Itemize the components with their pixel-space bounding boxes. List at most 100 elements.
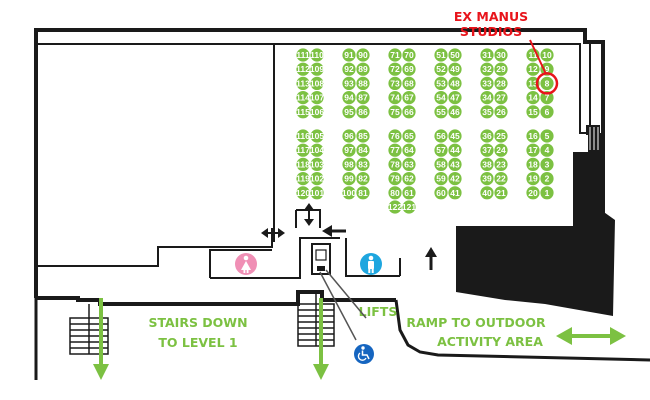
stall-16[interactable]: [526, 129, 540, 143]
stall-99[interactable]: [342, 172, 356, 186]
stall-77[interactable]: [388, 143, 402, 157]
stall-27[interactable]: [494, 91, 508, 105]
stall-1[interactable]: [540, 186, 554, 200]
stall-25[interactable]: [494, 129, 508, 143]
stall-118[interactable]: [296, 157, 310, 171]
stall-68[interactable]: [402, 76, 416, 90]
stall-14[interactable]: [526, 91, 540, 105]
stall-101[interactable]: [310, 186, 324, 200]
stall-60[interactable]: [434, 186, 448, 200]
stall-54[interactable]: [434, 91, 448, 105]
stall-72[interactable]: [388, 62, 402, 76]
stall-44[interactable]: [448, 143, 462, 157]
stall-109[interactable]: [310, 62, 324, 76]
stall-64[interactable]: [402, 143, 416, 157]
stall-50[interactable]: [448, 48, 462, 62]
stall-86[interactable]: [356, 105, 370, 119]
stall-120[interactable]: [296, 186, 310, 200]
stall-104[interactable]: [310, 143, 324, 157]
stall-105[interactable]: [310, 129, 324, 143]
stall-12[interactable]: [526, 62, 540, 76]
stall-92[interactable]: [342, 62, 356, 76]
stall-85[interactable]: [356, 129, 370, 143]
stall-83[interactable]: [356, 157, 370, 171]
stall-23[interactable]: [494, 157, 508, 171]
stall-10[interactable]: [540, 48, 554, 62]
stall-9[interactable]: [540, 62, 554, 76]
stall-69[interactable]: [402, 62, 416, 76]
stall-62[interactable]: [402, 172, 416, 186]
stall-40[interactable]: [480, 186, 494, 200]
stall-3[interactable]: [540, 157, 554, 171]
stall-21[interactable]: [494, 186, 508, 200]
stall-47[interactable]: [448, 91, 462, 105]
stall-81[interactable]: [356, 186, 370, 200]
stall-79[interactable]: [388, 172, 402, 186]
stall-43[interactable]: [448, 157, 462, 171]
stall-74[interactable]: [388, 91, 402, 105]
stall-49[interactable]: [448, 62, 462, 76]
stall-6[interactable]: [540, 105, 554, 119]
stall-71[interactable]: [388, 48, 402, 62]
stall-19[interactable]: [526, 172, 540, 186]
stall-8[interactable]: [540, 76, 554, 90]
stall-106[interactable]: [310, 105, 324, 119]
stall-110[interactable]: [310, 48, 324, 62]
stall-2[interactable]: [540, 172, 554, 186]
stall-97[interactable]: [342, 143, 356, 157]
stall-20[interactable]: [526, 186, 540, 200]
stall-91[interactable]: [342, 48, 356, 62]
stall-115[interactable]: [296, 105, 310, 119]
stall-111[interactable]: [296, 48, 310, 62]
stall-58[interactable]: [434, 157, 448, 171]
stall-56[interactable]: [434, 129, 448, 143]
stall-113[interactable]: [296, 76, 310, 90]
stall-4[interactable]: [540, 143, 554, 157]
stall-96[interactable]: [342, 129, 356, 143]
stall-98[interactable]: [342, 157, 356, 171]
stall-75[interactable]: [388, 105, 402, 119]
stall-114[interactable]: [296, 91, 310, 105]
stall-78[interactable]: [388, 157, 402, 171]
stall-55[interactable]: [434, 105, 448, 119]
stall-32[interactable]: [480, 62, 494, 76]
stall-80[interactable]: [388, 186, 402, 200]
stall-117[interactable]: [296, 143, 310, 157]
stall-122[interactable]: [388, 200, 402, 214]
stall-42[interactable]: [448, 172, 462, 186]
stall-82[interactable]: [356, 172, 370, 186]
stall-87[interactable]: [356, 91, 370, 105]
stall-24[interactable]: [494, 143, 508, 157]
stall-63[interactable]: [402, 157, 416, 171]
stall-18[interactable]: [526, 157, 540, 171]
stall-5[interactable]: [540, 129, 554, 143]
stall-22[interactable]: [494, 172, 508, 186]
stall-45[interactable]: [448, 129, 462, 143]
stall-52[interactable]: [434, 62, 448, 76]
stall-51[interactable]: [434, 48, 448, 62]
stall-107[interactable]: [310, 91, 324, 105]
stall-116[interactable]: [296, 129, 310, 143]
stall-112[interactable]: [296, 62, 310, 76]
stall-36[interactable]: [480, 129, 494, 143]
stall-66[interactable]: [402, 105, 416, 119]
stall-95[interactable]: [342, 105, 356, 119]
stall-17[interactable]: [526, 143, 540, 157]
stall-37[interactable]: [480, 143, 494, 157]
stall-100[interactable]: [342, 186, 356, 200]
stall-39[interactable]: [480, 172, 494, 186]
stall-65[interactable]: [402, 129, 416, 143]
stall-88[interactable]: [356, 76, 370, 90]
stall-119[interactable]: [296, 172, 310, 186]
stall-59[interactable]: [434, 172, 448, 186]
stall-57[interactable]: [434, 143, 448, 157]
stall-48[interactable]: [448, 76, 462, 90]
stall-30[interactable]: [494, 48, 508, 62]
stall-73[interactable]: [388, 76, 402, 90]
stall-108[interactable]: [310, 76, 324, 90]
stall-67[interactable]: [402, 91, 416, 105]
stall-53[interactable]: [434, 76, 448, 90]
stall-26[interactable]: [494, 105, 508, 119]
stall-84[interactable]: [356, 143, 370, 157]
stall-46[interactable]: [448, 105, 462, 119]
